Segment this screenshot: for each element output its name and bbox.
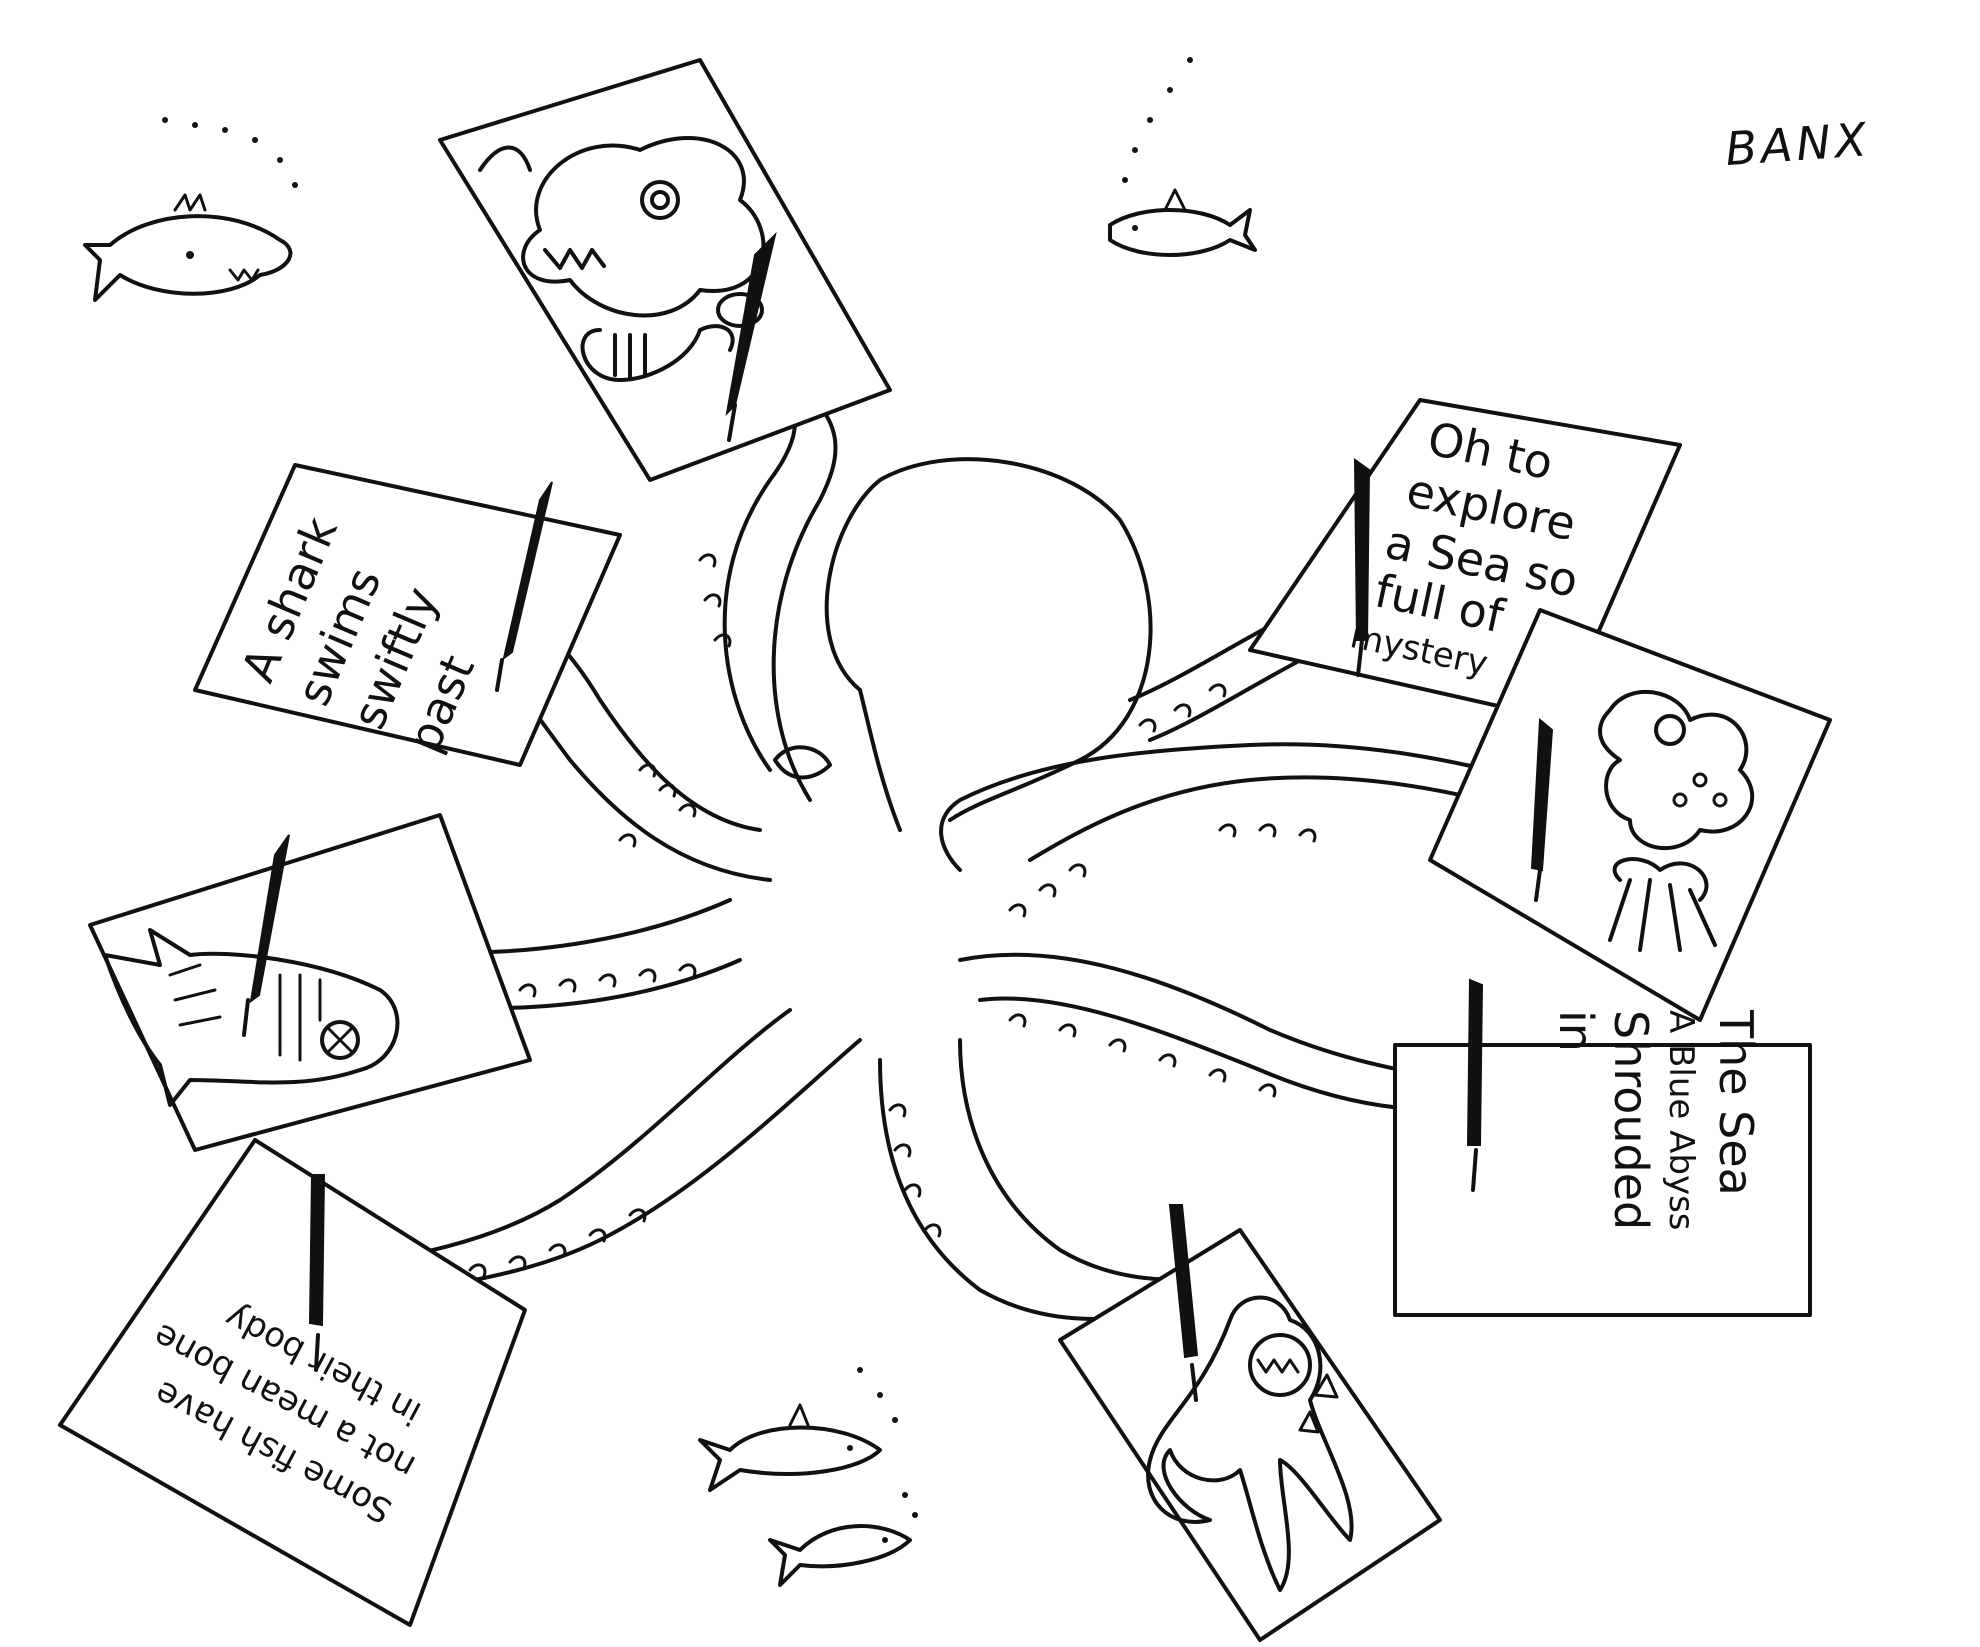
sheet-top-drawing bbox=[438, 58, 892, 482]
sheet-right-line-2: A Blue Abyss bbox=[1661, 1010, 1701, 1231]
fish-top-center bbox=[1108, 188, 1257, 257]
sheet-bottom-left-text: Some fish have not a mean bone in their … bbox=[58, 1138, 527, 1627]
fish-bottom-1 bbox=[698, 1403, 882, 1492]
bubbles-top-left bbox=[162, 117, 298, 188]
bubbles-top-center bbox=[1122, 57, 1193, 183]
bubbles-bottom bbox=[857, 1367, 918, 1518]
sheet-left-lower-drawing bbox=[88, 813, 532, 1152]
sheet-right-line-1: The Sea bbox=[1709, 1009, 1763, 1196]
fish-bottom-2 bbox=[768, 1524, 912, 1587]
pens bbox=[242, 231, 1554, 1402]
sheet-right-line-4: in bbox=[1549, 1010, 1603, 1052]
fish-top-left bbox=[83, 193, 293, 302]
sheet-right-line-3: Shrouded bbox=[1604, 1010, 1658, 1230]
sheet-right-drawing bbox=[1428, 608, 1832, 1022]
sheet-right-text: The Sea A Blue Abyss Shrouded in bbox=[1393, 1009, 1812, 1317]
sheet-bottom-drawing bbox=[1058, 1228, 1442, 1642]
signature: BANX bbox=[1724, 112, 1872, 176]
sheet-left-text: A shark swims swiftly past bbox=[193, 463, 622, 767]
